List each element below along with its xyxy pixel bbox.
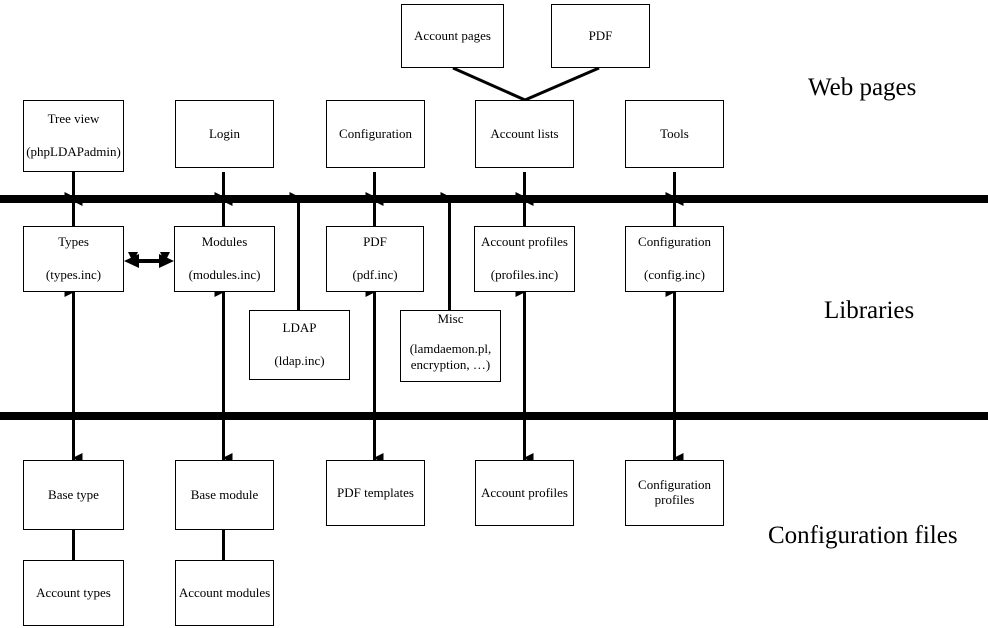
node-ldap-lib-sub: (ldap.inc) (274, 353, 325, 368)
band-label-web-pages: Web pages (808, 74, 917, 101)
node-account-modules-title: Account modules (178, 584, 271, 600)
node-account-lists[interactable]: Account lists (475, 100, 574, 168)
node-base-type-title: Base type (48, 486, 99, 502)
node-account-types-title: Account types (36, 584, 111, 600)
node-base-module-title: Base module (190, 486, 259, 502)
edge-pdf-to-account-lists (524, 66, 600, 102)
node-profiles-lib-title: Account profiles (480, 234, 568, 250)
node-misc-lib-title: Misc (437, 311, 464, 326)
node-account-pages-title: Account pages (414, 27, 491, 43)
node-pdf-source[interactable]: PDF (551, 4, 650, 68)
node-types-lib-sub: (types.inc) (45, 267, 102, 282)
node-base-type[interactable]: Base type (23, 460, 124, 530)
node-ldap-lib[interactable]: LDAP (ldap.inc) (249, 310, 350, 380)
node-account-lists-title: Account lists (490, 125, 559, 141)
node-types-lib-title: Types (58, 234, 89, 250)
node-pdf-lib-sub: (pdf.inc) (352, 267, 398, 282)
node-profiles-lib-sub: (profiles.inc) (490, 267, 559, 282)
node-pdf-lib[interactable]: PDF (pdf.inc) (326, 226, 424, 292)
node-misc-lib[interactable]: Misc (lamdaemon.pl, encryption, …) (400, 310, 501, 382)
node-configuration-page-title: Configuration (339, 125, 412, 141)
node-pdf-lib-title: PDF (363, 234, 387, 250)
node-account-pages[interactable]: Account pages (401, 4, 504, 68)
node-config-lib-title: Configuration (638, 234, 711, 250)
node-login-title: Login (208, 125, 241, 141)
node-config-lib[interactable]: Configuration (config.inc) (625, 226, 724, 292)
node-configuration-profiles-file[interactable]: Configuration profiles (625, 460, 724, 526)
node-configuration-page[interactable]: Configuration (326, 100, 425, 168)
node-modules-lib[interactable]: Modules (modules.inc) (174, 226, 275, 292)
node-account-modules[interactable]: Account modules (175, 560, 274, 626)
rail-libraries-configuration-files (0, 412, 988, 420)
node-account-profiles-file[interactable]: Account profiles (475, 460, 574, 526)
node-tree-view-sub: (phpLDAPadmin) (26, 144, 121, 159)
band-label-configuration-files: Configuration files (768, 522, 958, 549)
node-tree-view-title: Tree view (47, 111, 100, 127)
node-modules-lib-title: Modules (201, 234, 248, 250)
node-profiles-lib[interactable]: Account profiles (profiles.inc) (474, 226, 575, 292)
node-config-lib-sub: (config.inc) (643, 267, 705, 282)
rail-web-pages-libraries (0, 195, 988, 203)
edge-account-pages-to-account-lists (452, 66, 526, 102)
node-pdf-templates-title: PDF templates (337, 484, 414, 500)
band-label-libraries: Libraries (824, 297, 915, 324)
node-tools-title: Tools (660, 125, 689, 141)
node-configuration-profiles-file-title: Configuration profiles (638, 477, 711, 507)
node-misc-lib-sub: (lamdaemon.pl, encryption, …) (409, 340, 492, 373)
node-tools[interactable]: Tools (625, 100, 724, 168)
node-base-module[interactable]: Base module (175, 460, 274, 530)
node-pdf-source-title: PDF (588, 27, 613, 43)
node-modules-lib-sub: (modules.inc) (188, 267, 261, 282)
node-ldap-lib-title: LDAP (282, 320, 317, 336)
node-types-lib[interactable]: Types (types.inc) (23, 226, 124, 292)
edge-types-modules-bidirectional (124, 252, 174, 268)
node-account-types[interactable]: Account types (23, 560, 124, 626)
node-tree-view[interactable]: Tree view (phpLDAPadmin) (23, 100, 124, 172)
node-login[interactable]: Login (175, 100, 274, 168)
node-pdf-templates[interactable]: PDF templates (326, 460, 425, 526)
node-account-profiles-file-title: Account profiles (480, 484, 568, 500)
